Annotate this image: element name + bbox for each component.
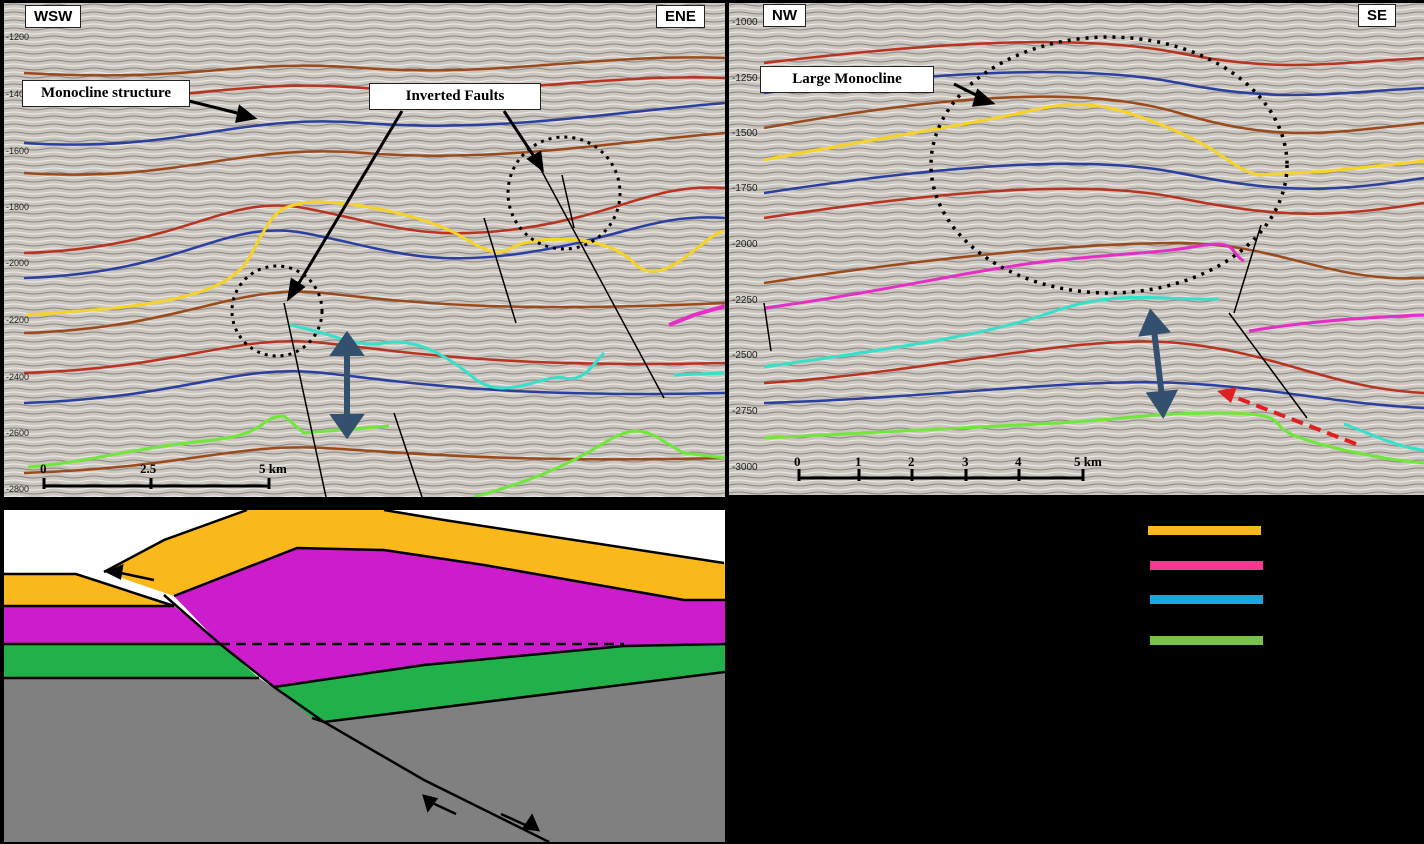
schematic-canvas xyxy=(4,510,725,842)
y-tick: -2800 xyxy=(6,484,30,494)
faults-left xyxy=(283,152,665,497)
legend-swatch-pink xyxy=(1150,561,1263,570)
legend-swatch-orange xyxy=(1148,526,1261,535)
seismic-section-left: -1200 -1400 -1600 -1800 -2000 -2200 -240… xyxy=(4,3,725,497)
y-tick: -2000 xyxy=(732,239,758,250)
direction-label-se: SE xyxy=(1358,4,1397,27)
scale-label: 1 xyxy=(855,454,862,469)
slip-arrows xyxy=(105,563,541,832)
callout-arrow-right xyxy=(953,82,996,107)
horizon-green-left xyxy=(27,414,725,497)
y-tick: -1000 xyxy=(732,17,758,28)
y-tick: -1400 xyxy=(6,89,30,99)
layer-green-hangingwall xyxy=(274,644,725,722)
callout-monocline-structure: Monocline structure xyxy=(22,80,190,107)
scale-label: 5 km xyxy=(1074,454,1102,469)
schematic-boundaries xyxy=(4,510,725,842)
scale-label: 3 xyxy=(962,454,969,469)
legend-swatch-green xyxy=(1150,636,1263,645)
dashed-arrow-right xyxy=(1217,387,1357,446)
scale-label: 0 xyxy=(40,461,47,476)
reflectors-left xyxy=(23,56,725,475)
horizon-magenta-right xyxy=(763,242,1424,333)
direction-label-wsw: WSW xyxy=(25,5,82,28)
direction-label-ene: ENE xyxy=(656,5,705,28)
callout-large-monocline: Large Monocline xyxy=(760,66,934,93)
y-tick: -1750 xyxy=(732,183,758,194)
y-tick: -2250 xyxy=(732,295,758,306)
y-tick: -1200 xyxy=(6,32,30,42)
y-tick: -2000 xyxy=(6,258,30,268)
layer-magenta xyxy=(4,606,220,644)
scale-label: 0 xyxy=(794,454,801,469)
direction-label-nw: NW xyxy=(763,4,806,27)
scale-label: 5 km xyxy=(259,461,287,476)
scale-label: 4 xyxy=(1015,454,1022,469)
dotted-circle-fault-1 xyxy=(230,264,324,358)
thickness-arrow-right xyxy=(1138,308,1179,419)
legend xyxy=(1140,520,1280,660)
thickness-arrow-left xyxy=(329,330,365,440)
seismic-section-right: -1000 -1250 -1500 -1750 -2000 -2250 -250… xyxy=(729,3,1424,495)
horizon-green-right xyxy=(763,411,1424,465)
y-tick: -1600 xyxy=(6,146,30,156)
dotted-ellipse-monocline xyxy=(929,35,1289,295)
y-tick: -1800 xyxy=(6,202,30,212)
y-tick: -1250 xyxy=(732,73,758,84)
layer-basement xyxy=(4,672,725,842)
horizon-magenta-left xyxy=(668,304,725,327)
horizon-yellow-left xyxy=(25,200,725,317)
scale-label: 2 xyxy=(908,454,915,469)
scale-bar-left xyxy=(42,478,271,489)
dotted-circle-fault-2 xyxy=(506,135,622,251)
layer-magenta-hangingwall xyxy=(174,548,725,687)
scale-bar-right xyxy=(797,469,1085,481)
y-tick: -2500 xyxy=(732,350,758,361)
scale-label: 2.5 xyxy=(140,461,157,476)
horizon-cyan-right xyxy=(763,295,1424,452)
y-tick: -2750 xyxy=(732,406,758,417)
horizon-yellow-right xyxy=(763,103,1424,177)
y-tick: -1500 xyxy=(732,128,758,139)
y-tick: -2200 xyxy=(6,315,30,325)
layer-orange xyxy=(4,574,174,606)
y-tick: -2600 xyxy=(6,428,30,438)
y-tick: -3000 xyxy=(732,462,758,473)
faults-right xyxy=(763,224,1308,419)
legend-swatch-blue xyxy=(1150,595,1263,604)
layer-green xyxy=(4,644,259,678)
seismic-left-canvas xyxy=(4,3,725,497)
y-tick: -2400 xyxy=(6,372,30,382)
callout-inverted-faults: Inverted Faults xyxy=(369,83,541,110)
schematic-cross-section xyxy=(4,510,725,842)
callout-arrows-left xyxy=(188,99,544,302)
layer-orange-hangingwall xyxy=(104,510,725,600)
